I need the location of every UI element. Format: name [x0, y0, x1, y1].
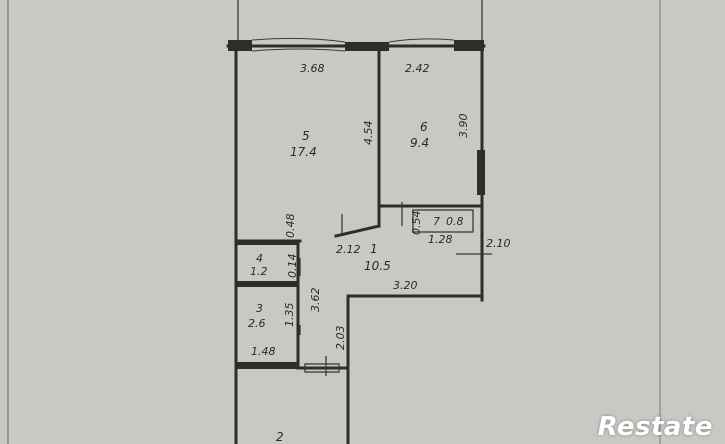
dim-room5-lower: 0.48 [284, 214, 297, 239]
window-glazing [251, 37, 455, 52]
watermark-logo: Restate [597, 412, 713, 442]
room-5-area: 17.4 [290, 145, 317, 159]
dim-top-right: 2.42 [405, 62, 430, 75]
wall-5-bottom-b [334, 224, 381, 238]
dim-corridor: 2.03 [334, 326, 347, 351]
window-block-left [228, 40, 252, 51]
window-block-mid [345, 42, 389, 51]
dim-right-room6: 3.90 [457, 114, 470, 139]
closet-7 [412, 209, 474, 233]
dim-hall-mid: 2.12 [336, 243, 361, 256]
dim-room5-height: 4.54 [362, 121, 375, 146]
room-7-number: 7 [433, 215, 440, 228]
entrance-door [304, 363, 340, 373]
dim-wc-014: 0.14 [286, 254, 299, 279]
bath-wall-bottom [236, 362, 298, 369]
dim-hall-bottom: 3.20 [393, 279, 418, 292]
room-5-number: 5 [302, 129, 310, 143]
room-1-area: 10.5 [364, 259, 391, 273]
dim-hall-height: 3.62 [309, 288, 322, 313]
room-7-area: 0.8 [446, 215, 464, 228]
room-2-number: 2 [276, 430, 284, 444]
dim-top-left: 3.68 [300, 62, 325, 75]
room-3-number: 3 [256, 302, 263, 315]
dim-hall-1-28: 1.28 [428, 233, 453, 246]
dim-right-210: 2.10 [486, 237, 511, 250]
wc-wall-mid [236, 281, 298, 287]
room-6-area: 9.4 [410, 136, 429, 150]
room-3-area: 2.6 [248, 317, 266, 330]
dim-bath-width: 1.35 [283, 303, 296, 328]
room-6-number: 6 [420, 120, 428, 134]
room-4-number: 4 [256, 252, 263, 265]
room-1-number: 1 [370, 242, 378, 256]
wc-wall-top [236, 241, 298, 245]
dim-bath-bottom: 1.48 [251, 345, 276, 358]
room-4-area: 1.2 [250, 265, 268, 278]
dim-small-054: 0.54 [410, 211, 423, 236]
window-block-right [454, 40, 484, 51]
right-window [477, 150, 485, 195]
